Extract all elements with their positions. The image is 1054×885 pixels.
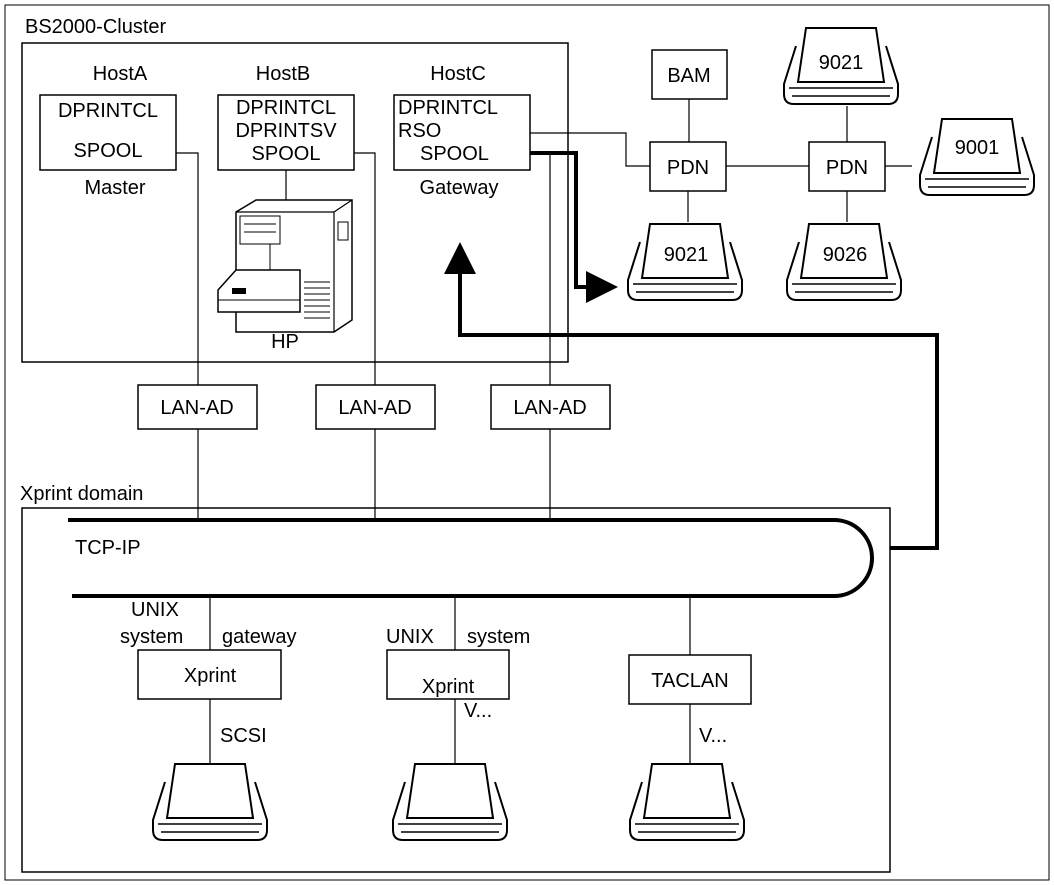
printer-9021-bottom-label: 9021 [664,244,709,266]
lan-ad-2-label: LAN-AD [338,397,411,419]
bam-label: BAM [667,65,710,87]
printer-9001-label: 9001 [955,137,1000,159]
hp-label: HP [271,331,299,353]
host-c-line-1: DPRINTCL [398,97,498,119]
lan-ad-3-label: LAN-AD [513,397,586,419]
tcp-ip-bus [68,520,872,596]
middle-label-system: system [467,626,530,648]
host-c: HostC DPRINTCL RSO SPOOL Gateway [394,63,530,199]
xprint-domain: Xprint domain TCP-IP UNIX system gateway… [20,483,890,872]
host-c-line-3: SPOOL [420,143,489,165]
domain-title: Xprint domain [20,483,143,505]
middle-link-label: V... [464,700,492,722]
lan-adapters: LAN-AD LAN-AD LAN-AD [138,362,610,520]
xprint-left-label: Xprint [184,665,237,687]
host-b-name: HostB [256,63,310,85]
taclan-node: TACLAN V... [629,596,751,840]
host-b: HostB DPRINTCL DPRINTSV SPOOL [218,63,354,170]
remote-network: BAM PDN PDN 9021 9021 9001 9026 [530,28,1034,300]
printer-9001-icon: 9001 [920,119,1034,195]
taclan-label: TACLAN [651,670,728,692]
printer-9021-top-label: 9021 [819,52,864,74]
printer-scsi-icon [153,764,267,840]
printer-9026-icon: 9026 [787,224,901,300]
host-c-role: Gateway [420,177,499,199]
host-a-line-2: SPOOL [74,140,143,162]
cluster-title: BS2000-Cluster [25,16,167,38]
pdn-2-label: PDN [826,157,868,179]
lan-ad-1-label: LAN-AD [160,397,233,419]
left-label-system: system [120,626,183,648]
host-b-line-2: DPRINTSV [235,120,337,142]
host-a-name: HostA [93,63,148,85]
right-link-label: V... [699,725,727,747]
hp-printer-icon: HP [218,170,352,353]
left-label-unix: UNIX [131,599,179,621]
pdn-1-label: PDN [667,157,709,179]
printer-9021-top-icon: 9021 [784,28,898,104]
host-a-role: Master [84,177,145,199]
host-b-line-1: DPRINTCL [236,97,336,119]
host-a: HostA DPRINTCL SPOOL Master [40,63,176,199]
unix-gateway-node: UNIX system gateway Xprint SCSI [120,596,297,840]
printer-middle-icon [393,764,507,840]
middle-label-unix: UNIX [386,626,434,648]
printer-9026-label: 9026 [823,244,868,266]
printer-9021-bottom-icon: 9021 [628,224,742,300]
left-label-gateway: gateway [222,626,297,648]
printer-taclan-icon [630,764,744,840]
unix-system-node: UNIX system Xprint V... [386,596,530,840]
tcp-ip-label: TCP-IP [75,537,141,559]
host-a-line-1: DPRINTCL [58,100,158,122]
host-c-name: HostC [430,63,486,85]
bs2000-cluster: BS2000-Cluster HostA DPRINTCL SPOOL Mast… [22,16,568,362]
host-b-line-3: SPOOL [252,143,321,165]
rso-output-arrow [530,153,602,287]
host-c-line-2: RSO [398,120,441,142]
scsi-label: SCSI [220,725,267,747]
xprint-middle-label: Xprint [422,676,475,698]
